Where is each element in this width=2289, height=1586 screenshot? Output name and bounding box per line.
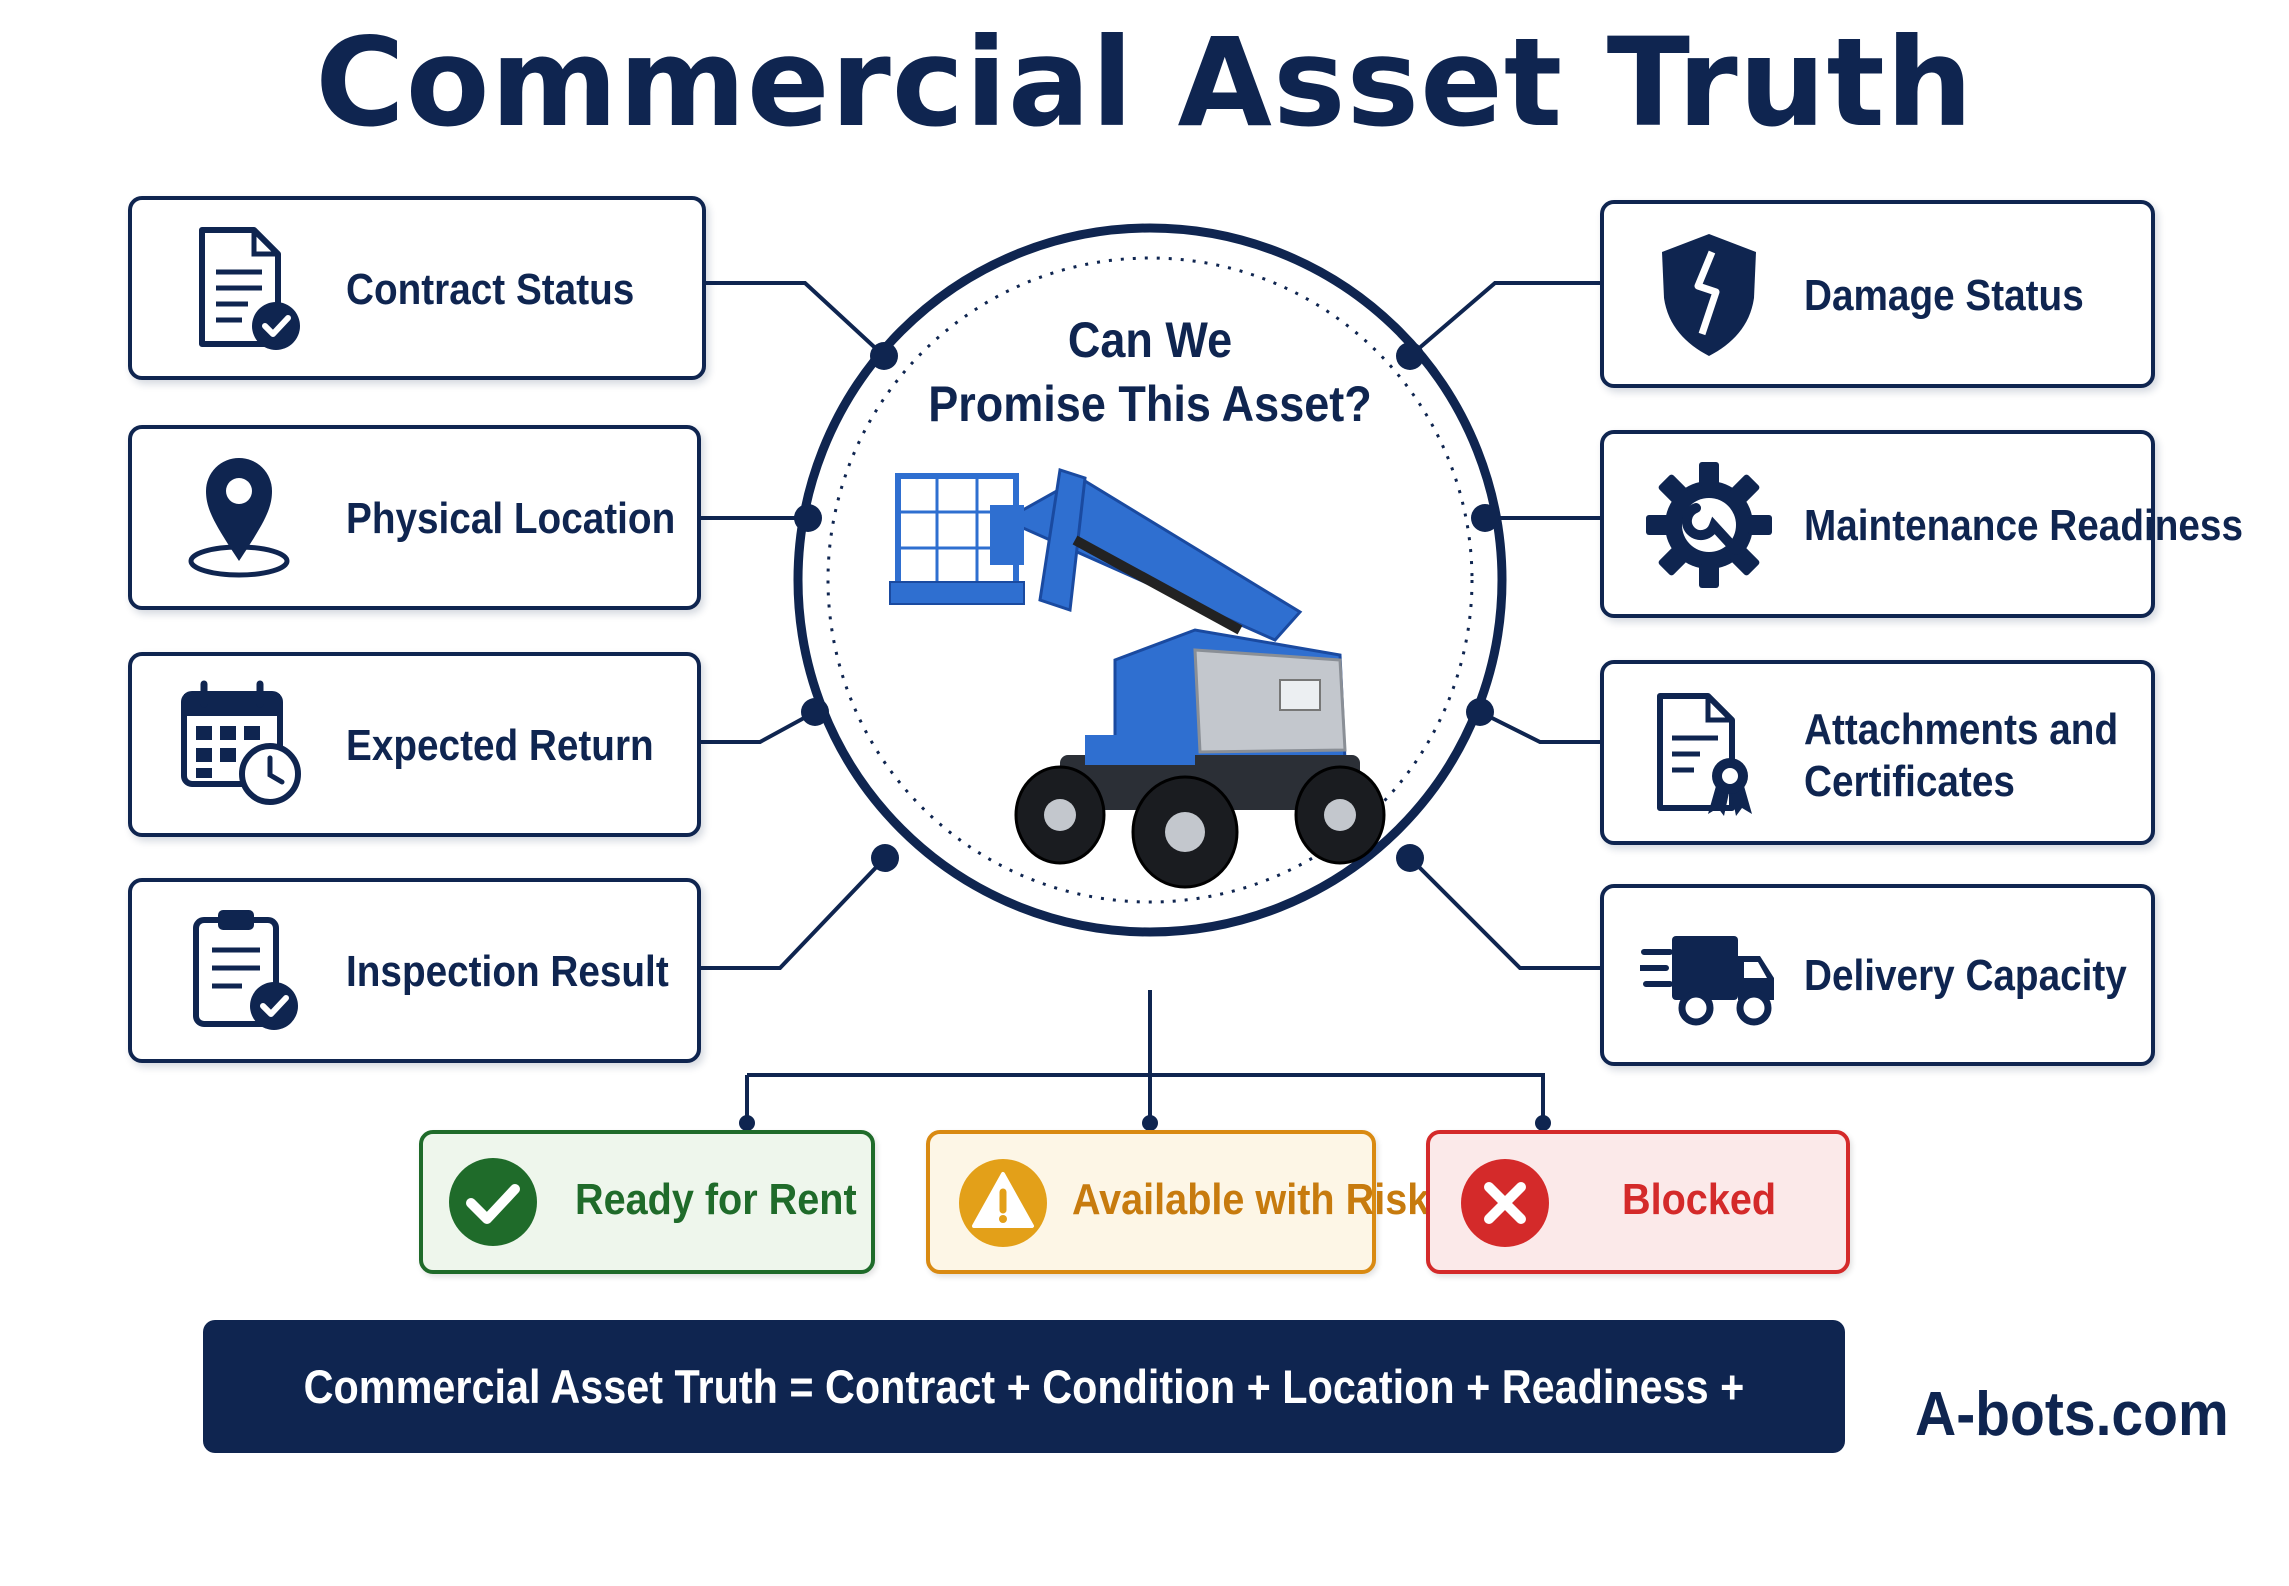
- connector-branch: [747, 1075, 1543, 1123]
- card-label: Physical Location: [346, 493, 675, 545]
- brand-logo-text[interactable]: A-bots.com: [1915, 1375, 2229, 1455]
- status-label: Ready for Rent: [575, 1174, 857, 1226]
- formula-text: Commercial Asset Truth = Contract + Cond…: [302, 1320, 1747, 1586]
- status-label: Blocked: [1622, 1174, 1776, 1226]
- card-label: Maintenance Readiness: [1804, 500, 2243, 552]
- delivery-truck-icon: [1640, 924, 1780, 1034]
- calendar-clock-icon: [178, 678, 308, 808]
- card-maintenance-readiness: Maintenance Readiness: [1600, 430, 2155, 618]
- warning-triangle-icon: [958, 1158, 1048, 1248]
- card-contract-status: Contract Status: [128, 196, 706, 380]
- card-label: Inspection Result: [346, 946, 669, 998]
- center-question: Can We Promise This Asset?: [889, 308, 1411, 436]
- formula-banner: Commercial Asset Truth = Contract + Cond…: [203, 1320, 1845, 1453]
- card-delivery-capacity: Delivery Capacity: [1600, 884, 2155, 1066]
- connector-contract: [706, 283, 884, 356]
- connector-inspection: [701, 858, 885, 968]
- x-circle-icon: [1460, 1158, 1550, 1248]
- question-line-2: Promise This Asset?: [889, 372, 1411, 436]
- card-label-line-1: Attachments and: [1804, 704, 2118, 756]
- check-circle-icon: [447, 1156, 539, 1248]
- card-damage-status: Damage Status: [1600, 200, 2155, 388]
- card-inspection-result: Inspection Result: [128, 878, 701, 1063]
- card-expected-return: Expected Return: [128, 652, 701, 837]
- question-line-1: Can We: [889, 308, 1411, 372]
- status-available-with-risk: Available with Risk: [926, 1130, 1376, 1274]
- gear-wrench-icon: [1644, 460, 1774, 590]
- status-blocked: Blocked: [1426, 1130, 1850, 1274]
- card-physical-location: Physical Location: [128, 425, 701, 610]
- card-label: Delivery Capacity: [1804, 950, 2127, 1002]
- location-pin-icon: [184, 453, 294, 583]
- cracked-shield-icon: [1654, 230, 1764, 360]
- card-attachments-certificates: Attachments and Certificates: [1600, 660, 2155, 845]
- card-label-line-2: Certificates: [1804, 756, 2015, 808]
- certificate-document-icon: [1650, 690, 1760, 820]
- contract-check-icon: [192, 224, 302, 354]
- card-label: Contract Status: [346, 264, 634, 316]
- connector-return: [701, 712, 815, 742]
- clipboard-check-icon: [188, 906, 308, 1036]
- connector-attachments: [1480, 712, 1600, 742]
- connector-damage: [1410, 283, 1600, 356]
- card-label: Expected Return: [346, 720, 654, 772]
- status-label: Available with Risk: [1072, 1174, 1429, 1226]
- connector-delivery: [1410, 858, 1600, 968]
- status-ready-for-rent: Ready for Rent: [419, 1130, 875, 1274]
- card-label: Damage Status: [1804, 270, 2084, 322]
